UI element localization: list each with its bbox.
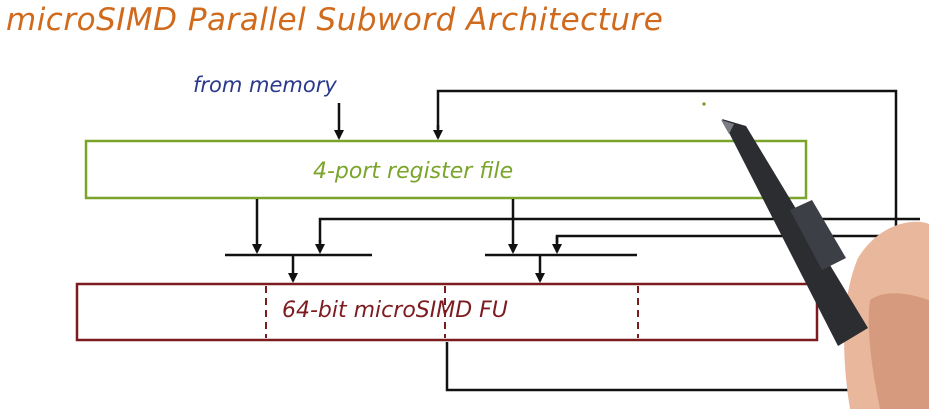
hand-shadow	[868, 293, 929, 409]
slide-title: microSIMD Parallel Subword Architecture	[6, 2, 664, 38]
forward-path-right	[555, 234, 920, 243]
pen-hand-illustration	[702, 102, 929, 409]
functional-unit-label: 64-bit microSIMD FU	[282, 298, 508, 323]
pen-dot	[702, 102, 706, 106]
pen-grip	[790, 200, 846, 270]
pen-tip	[721, 120, 734, 134]
forward-path-left	[318, 217, 920, 243]
from-memory-label: from memory	[193, 73, 337, 97]
register-file-label: 4-port register file	[313, 159, 514, 184]
pen-body	[722, 119, 868, 346]
functional-unit-box	[75, 282, 819, 342]
register-file-box	[84, 139, 808, 200]
